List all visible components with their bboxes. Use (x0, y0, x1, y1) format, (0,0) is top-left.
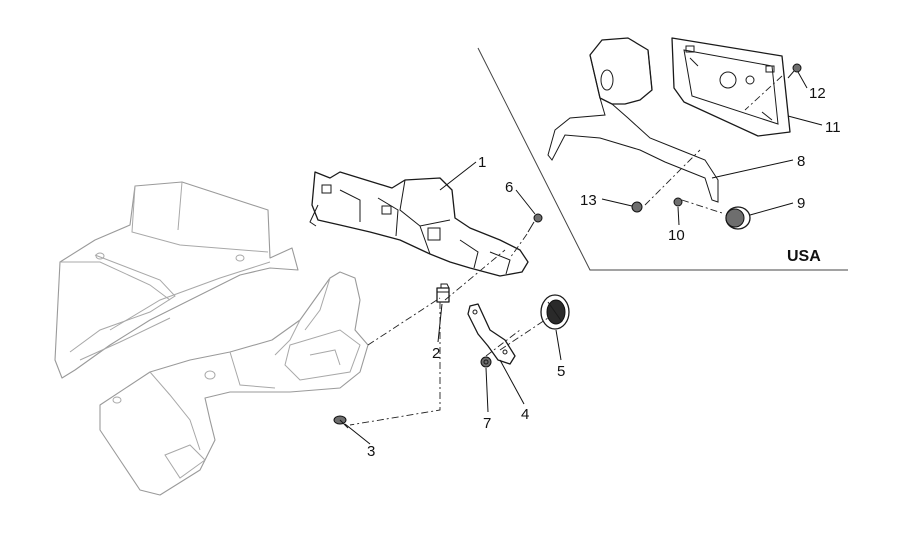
leader-lines (344, 71, 823, 445)
callout-1: 1 (478, 154, 486, 171)
callout-13: 13 (580, 192, 597, 209)
callout-7: 7 (483, 415, 491, 432)
part-10-nut (673, 197, 683, 207)
callout-8: 8 (797, 153, 805, 170)
part-1-plate-holder (309, 171, 529, 277)
part-13-nut (631, 201, 643, 213)
callout-4: 4 (521, 406, 529, 423)
part-11-license-plate (671, 37, 791, 137)
callout-9: 9 (797, 195, 805, 212)
callout-2: 2 (432, 345, 440, 362)
usa-region-label: USA (787, 248, 821, 265)
callout-labels: 1 2 3 4 5 6 7 8 9 10 11 12 13 USA (367, 85, 841, 460)
part-5-lamp (540, 294, 570, 330)
callout-5: 5 (557, 363, 565, 380)
part-12-screw (787, 63, 802, 79)
rear-undertray (99, 271, 369, 496)
callout-3: 3 (367, 443, 375, 460)
callout-11: 11 (825, 119, 841, 136)
rear-body-reference (54, 181, 299, 379)
part-9-cap (725, 206, 751, 230)
callout-12: 12 (809, 85, 826, 102)
assembly-axes (349, 75, 783, 426)
part-3-screw (333, 415, 349, 429)
part-2-clip-nut (436, 283, 450, 303)
callout-10: 10 (668, 227, 685, 244)
usa-region-divider (477, 47, 848, 271)
callout-6: 6 (505, 179, 513, 196)
part-4-bracket (467, 303, 516, 365)
part-6-screw (527, 213, 543, 233)
part-7-nut (480, 356, 492, 368)
part-8-usa-bracket (547, 37, 719, 203)
